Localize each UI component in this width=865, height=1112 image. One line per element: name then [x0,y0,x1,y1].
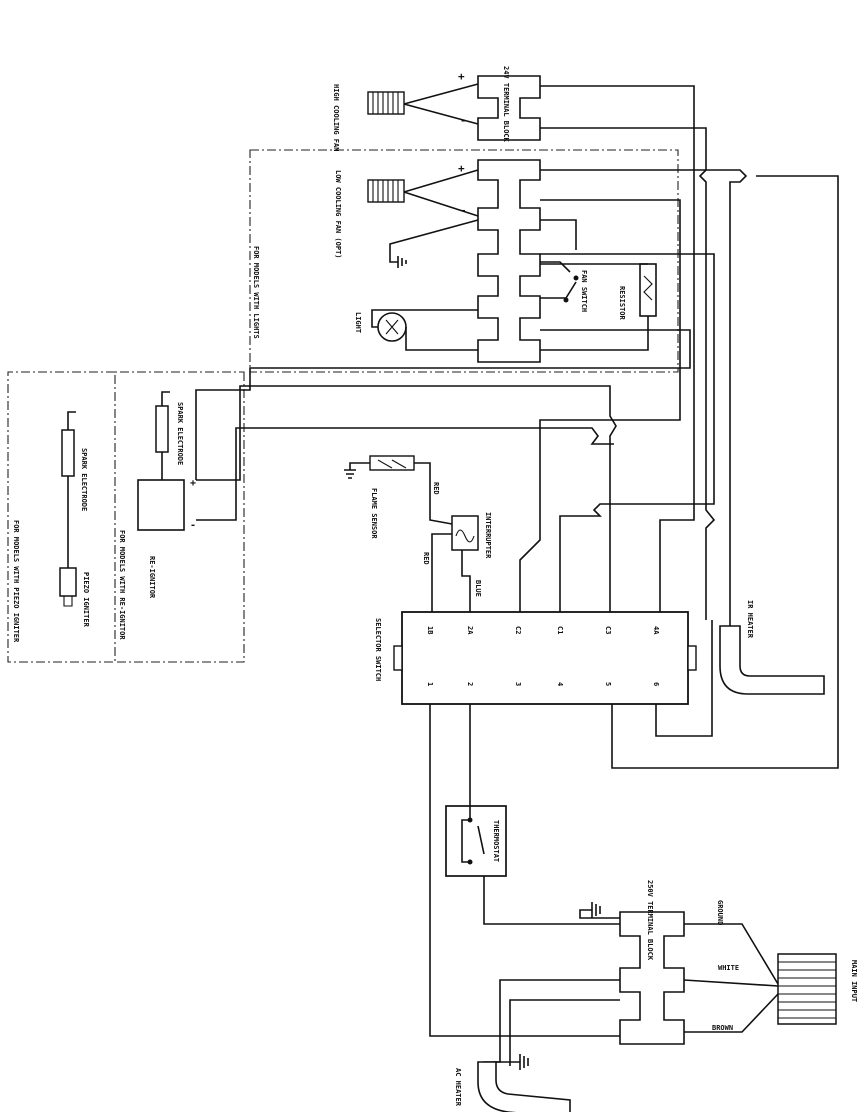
terminal-block-250v [619,911,685,1045]
pin-top-5: C3 [604,626,612,634]
interrupter-label: INTERRUPTER [484,512,492,559]
pin-bottom-1: 1 [426,682,434,686]
ir-heater-icon [719,625,825,695]
flame-sensor-label: FLAME SENSOR [370,488,378,539]
wire-bus-6 [195,329,691,480]
high-cooling-fan-label: HIGH COOLING FAN [332,84,340,151]
pin-top-6: 4A [652,626,660,635]
wire-bus-3 [540,169,748,626]
low-cooling-fan-icon [367,169,479,217]
pin-top-3: C2 [514,626,522,634]
re-ignitor-label: RE-IGNITOR [148,556,156,599]
re-ignitor-icon [137,391,185,531]
main-input-label: MAIN INPUT [850,960,858,1002]
ir-heater-label: IR HEATER [746,600,754,639]
pin-bottom-3: 3 [514,682,522,686]
reignitor-minus-sign: - [190,520,196,531]
pin-bottom-5: 5 [604,682,612,686]
spark-electrode-label-2: SPARK ELECTRODE [176,402,184,465]
fan2-minus-sign: - [460,204,467,217]
wire-white-label: WHITE [718,964,739,972]
wire-brown-label: BROWN [712,1024,733,1032]
wire-250v-low [509,999,620,1066]
reignitor-plus-sign: + [190,478,196,489]
wire-red-label-2: RED [422,552,430,565]
pin-top-4: C1 [556,626,564,634]
wire-reignitor-plus [196,385,617,612]
piezo-igniter-icon [59,411,77,607]
lights-model-label: FOR MODELS WITH LIGHTS [252,246,260,339]
piezo-igniter-label: PIEZO IGNITER [82,572,90,628]
spark-electrode-label-1: SPARK ELECTRODE [80,448,88,511]
wire-bus-7 [611,175,839,769]
wire-red-label-1: RED [432,482,440,495]
fan2-plus-sign: + [458,162,465,175]
ground-icon [389,219,479,268]
interrupter-icon [431,515,479,612]
fan-switch-icon [540,219,579,303]
terminal-24v-label: 24V TERMINAL BLOCK [502,66,510,143]
resistor-icon [540,263,657,351]
ac-heater-label: AC HEATER [454,1068,462,1107]
terminal-250v-label: 250V TERMINAL BLOCK [646,880,654,961]
fan-switch-label: FAN SWITCH [580,270,588,312]
wire-reignitor-minus [196,427,614,521]
ground-icon-ac [494,1054,529,1070]
wire-bus-2 [540,127,716,620]
resistor-label: RESISTOR [618,286,626,321]
pin-bottom-2: 2 [466,682,474,686]
wire-250v-mid [483,979,620,1086]
selector-switch [393,611,697,705]
pin-bottom-4: 4 [556,682,564,686]
fan-minus-sign: - [460,114,467,127]
light-label: LIGHT [354,312,362,333]
flame-sensor-icon [344,455,453,525]
high-cooling-fan-icon [367,83,479,125]
ground-label: GROUND [716,900,724,925]
wire-sel-1-down [429,704,620,1037]
wire-bus-1 [540,85,695,612]
piezo-boundary [7,371,115,663]
main-input-icon [683,923,837,1033]
fan-plus-sign: + [458,70,465,83]
lights-boundary [249,149,679,373]
ac-heater-icon [477,1061,571,1112]
selector-switch-label: SELECTOR SWITCH [374,618,382,681]
thermostat-label: THERMOSTAT [492,820,500,862]
ground-icon-250v [579,902,620,919]
terminal-block-24v [477,75,541,363]
low-cooling-fan-label: LOW COOLING FAN (OPT) [334,170,342,259]
thermostat-icon [445,704,620,925]
light-bulb-icon [371,309,478,351]
wire-bus-4 [519,199,681,612]
wire-blue-label: BLUE [474,580,482,597]
pin-bottom-6: 6 [652,682,660,686]
wire-bus-5 [540,253,715,612]
wire-sel-6 [655,620,713,737]
pin-top-1: 1B [426,626,434,634]
reignitor-model-label: FOR MODELS WITH RE-IGNITOR [118,530,126,640]
pin-top-2: 2A [466,626,474,635]
reignitor-boundary [114,371,245,663]
piezo-model-label: FOR MODELS WITH PIEZO IGNITER [12,520,20,643]
